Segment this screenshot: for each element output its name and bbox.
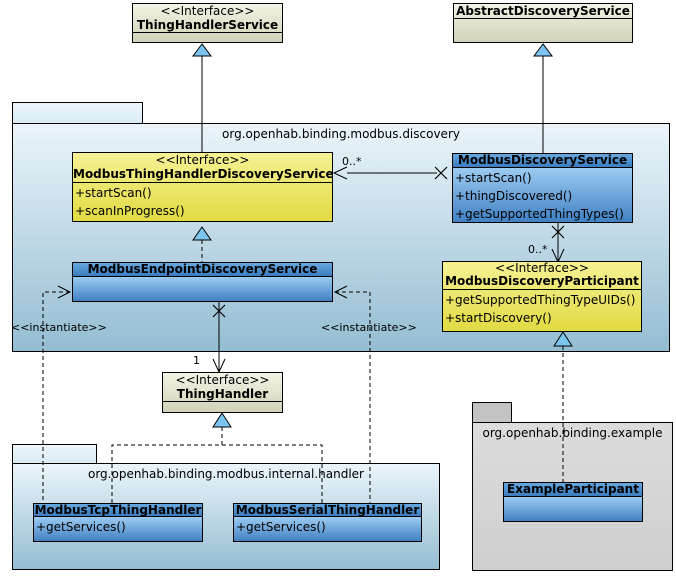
stereotype-label: <<Interface>>: [495, 262, 589, 275]
class-name: ThingHandlerService: [136, 18, 279, 32]
class-thing-handler-service: <<Interface>> ThingHandlerService: [132, 3, 283, 43]
realization-triangle-participant-icon: [553, 331, 573, 347]
empty-compartment: [163, 401, 282, 412]
instantiate-left-line: [42, 291, 70, 503]
realization-triangle-thinghandler-icon: [212, 412, 232, 428]
class-abstract-discovery-service: AbstractDiscoveryService: [453, 3, 633, 43]
realization-branch-handlers: [111, 444, 323, 503]
class-example-participant: ExampleParticipant: [503, 482, 643, 522]
class-modbus-thing-handler-discovery-service: <<Interface>> ModbusThingHandlerDiscover…: [72, 152, 333, 222]
open-arrow-left-instantiate-icon: [333, 285, 348, 299]
empty-compartment: [504, 496, 642, 521]
empty-compartment: [133, 32, 282, 42]
class-thing-handler: <<Interface>> ThingHandler: [162, 372, 283, 413]
class-name: ModbusSerialThingHandler: [235, 504, 420, 516]
instantiate-right-label: <<instantiate>>: [321, 321, 417, 334]
stereotype-label: <<Interface>>: [155, 153, 250, 167]
instantiate-right-line: [335, 291, 371, 503]
multiplicity-participant-label: 0..*: [528, 243, 548, 256]
class-name: AbstractDiscoveryService: [456, 4, 630, 18]
class-name: ThingHandler: [176, 387, 269, 401]
class-name: ExampleParticipant: [507, 483, 639, 496]
class-name: ModbusDiscoveryParticipant: [445, 274, 639, 288]
x-mark-association-icon: [434, 166, 448, 180]
method-label: +getServices(): [236, 520, 326, 534]
package-example-label: org.openhab.binding.example: [482, 426, 663, 440]
class-modbus-discovery-service: ModbusDiscoveryService +startScan() +thi…: [452, 153, 633, 223]
method-label: +scanInProgress(): [75, 204, 185, 218]
generalization-triangle-abstractdiscoveryservice-icon: [533, 43, 553, 57]
class-name: ModbusEndpointDiscoveryService: [87, 263, 318, 276]
instantiate-left-label: <<instantiate>>: [11, 321, 107, 334]
method-label: +thingDiscovered(): [455, 189, 573, 203]
multiplicity-one-label: 1: [193, 354, 200, 367]
method-label: +startScan(): [455, 171, 532, 185]
class-modbus-serial-thing-handler: ModbusSerialThingHandler +getServices(): [233, 503, 422, 542]
x-mark-participant-icon: [551, 225, 565, 239]
realization-triangle-endpoint-icon: [192, 226, 212, 241]
class-modbus-endpoint-discovery-service: ModbusEndpointDiscoveryService: [72, 262, 333, 302]
open-arrow-left-icon: [332, 166, 348, 180]
class-modbus-tcp-thing-handler: ModbusTcpThingHandler +getServices(): [33, 503, 203, 542]
package-handler-label: org.openhab.binding.modbus.internal.hand…: [87, 467, 364, 481]
class-name: ModbusTcpThingHandler: [34, 504, 202, 516]
method-label: +startDiscovery(): [445, 311, 552, 325]
multiplicity-assoc-label: 0..*: [342, 155, 362, 168]
open-arrow-right-instantiate-icon: [57, 285, 72, 299]
generalization-triangle-thinghandlerservice-icon: [192, 43, 212, 57]
package-discovery-label: org.openhab.binding.modbus.discovery: [222, 127, 460, 141]
method-label: +getSupportedThingTypeUIDs(): [445, 293, 636, 307]
stereotype-label: <<Interface>>: [175, 373, 270, 387]
class-modbus-discovery-participant: <<Interface>> ModbusDiscoveryParticipant…: [442, 261, 642, 332]
stereotype-label: <<Interface>>: [160, 4, 255, 18]
x-mark-endpoint-icon: [212, 304, 226, 318]
class-name: ModbusThingHandlerDiscoveryService: [73, 167, 332, 181]
method-label: +getSupportedThingTypes(): [455, 207, 624, 221]
method-label: +getServices(): [36, 520, 126, 534]
method-label: +startScan(): [75, 186, 152, 200]
empty-compartment: [73, 276, 332, 301]
class-name: ModbusDiscoveryService: [457, 154, 628, 167]
empty-compartment: [454, 18, 632, 42]
